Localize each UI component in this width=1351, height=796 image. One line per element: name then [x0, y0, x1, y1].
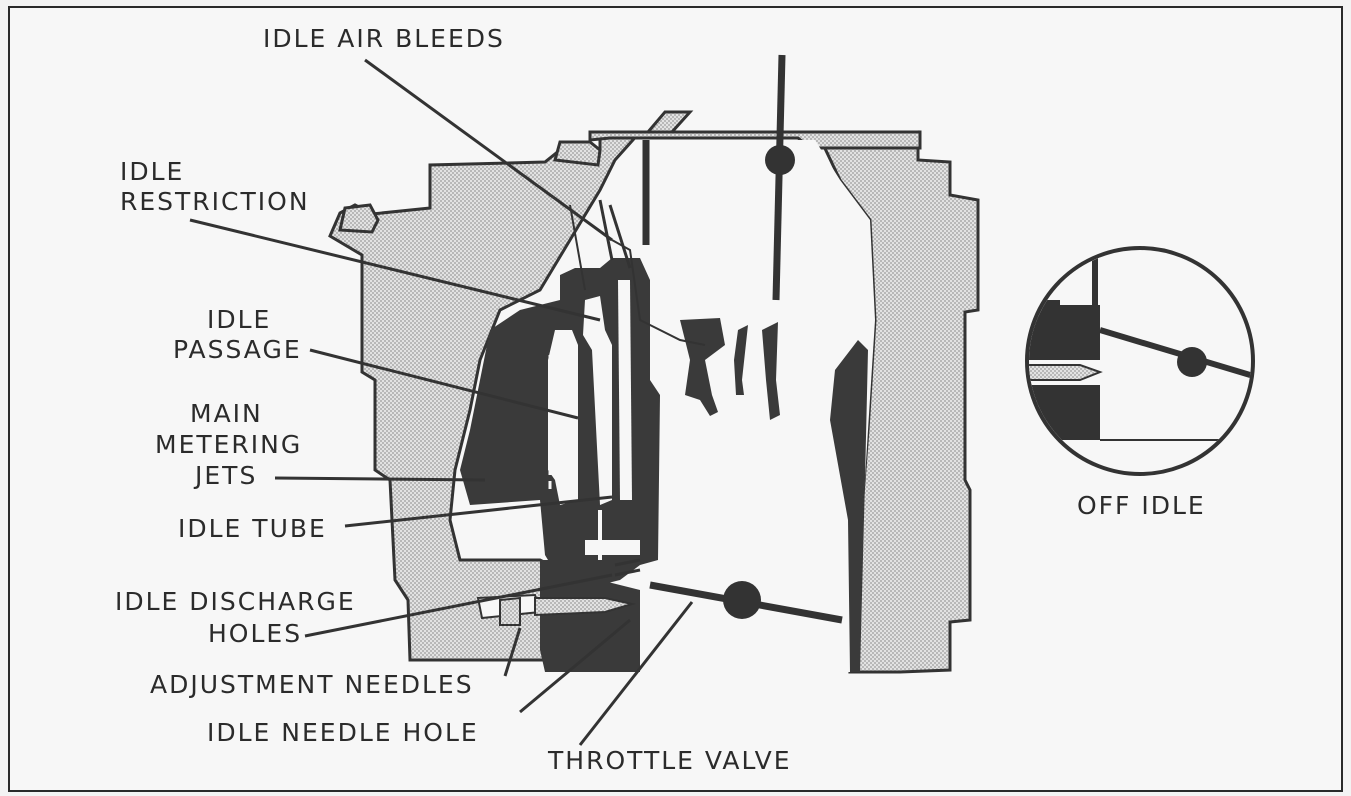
leader-lines: [189, 58, 694, 746]
label-main-metering-3: JETS: [193, 461, 257, 490]
throttle-bore: [635, 140, 875, 672]
leader-throttle-valve: [578, 601, 694, 746]
venturi-right: [762, 322, 780, 420]
discharge-hole-1: [614, 558, 641, 567]
label-idle-passage-2: PASSAGE: [173, 335, 302, 364]
left-screw-boss: [338, 203, 380, 234]
label-idle-restriction-1: IDLE: [120, 157, 184, 186]
idle-crossover: [585, 540, 640, 555]
discharge-hole-2: [614, 568, 641, 577]
label-off-idle: OFF IDLE: [1077, 491, 1206, 520]
label-main-metering-2: METERING: [155, 430, 302, 459]
label-idle-discharge-1: IDLE DISCHARGE: [115, 587, 356, 616]
leader-idle-tube: [344, 495, 613, 528]
carburetor-body-right: [817, 130, 980, 674]
choke-shaft-pivot: [765, 145, 795, 175]
leader-adjustment-needles: [503, 627, 522, 677]
throttle-shaft: [723, 581, 761, 619]
leader-idle-passage: [309, 348, 579, 420]
venturi-center: [734, 325, 748, 395]
idle-channel-2: [618, 280, 632, 500]
label-main-metering-1: MAIN: [190, 399, 263, 428]
leader-main-metering-jets: [274, 476, 486, 482]
label-idle-air-bleeds: IDLE AIR BLEEDS: [263, 24, 505, 53]
top-screw-boss: [553, 140, 602, 167]
main-well-channel: [548, 330, 578, 505]
leader-idle-discharge-holes: [304, 573, 613, 638]
upper-passage-outline: [611, 239, 706, 346]
label-idle-passage-1: IDLE: [207, 305, 271, 334]
lower-casting: [540, 560, 640, 672]
label-idle-restriction-2: RESTRICTION: [120, 187, 310, 216]
label-idle-needle-hole: IDLE NEEDLE HOLE: [207, 718, 479, 747]
adjustment-needle-body: [534, 597, 636, 617]
leader-idle-restriction: [189, 218, 601, 322]
choke-shaft: [772, 54, 786, 301]
carburetor-body-left: [328, 130, 644, 662]
cutaway-edge: [569, 204, 586, 291]
needle-spring: [499, 596, 521, 626]
label-idle-tube: IDLE TUBE: [178, 514, 327, 543]
label-throttle-valve: THROTTLE VALVE: [547, 746, 792, 775]
leader-idle-needle-hole: [519, 618, 631, 714]
label-idle-discharge-2: HOLES: [208, 619, 302, 648]
label-adjustment-needles: ADJUSTMENT NEEDLES: [150, 670, 474, 699]
bore-wall-right: [830, 340, 868, 672]
choke-flap: [644, 110, 694, 134]
leader-idle-air-bleeds: [364, 58, 613, 242]
idle-channel-1: [583, 296, 612, 505]
